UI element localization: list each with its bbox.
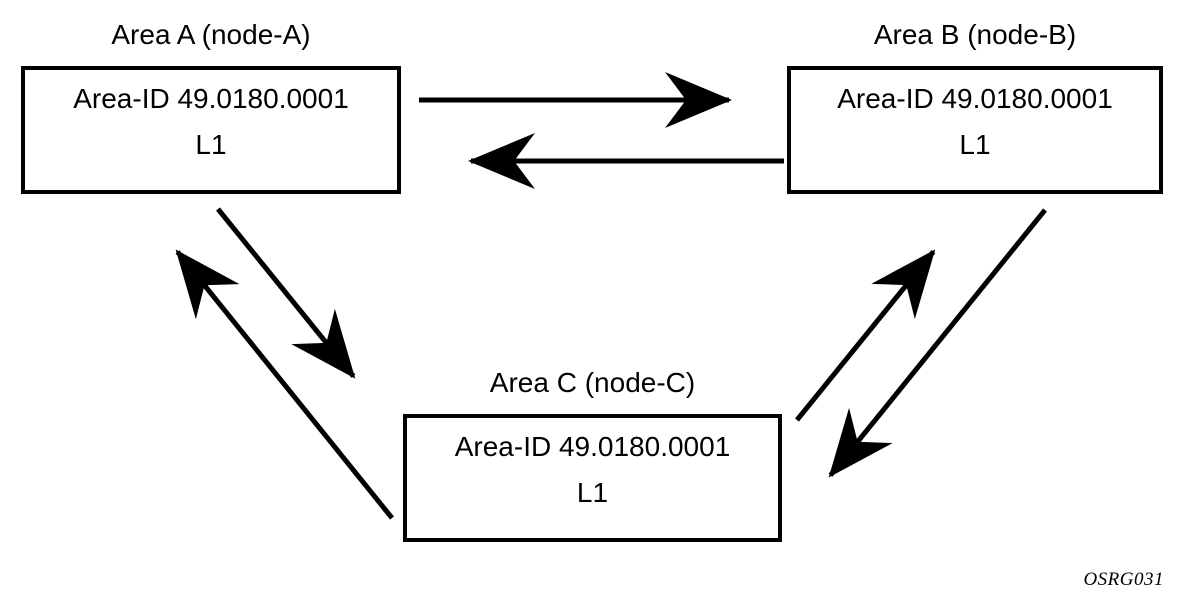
arrow-c-to-b <box>795 249 936 422</box>
node-b-area-id: Area-ID 49.0180.0001 <box>837 83 1113 114</box>
arrow-b-to-c <box>828 208 1047 478</box>
node-c-box[interactable]: Area-ID 49.0180.0001 L1 <box>403 414 782 542</box>
node-c-area-id: Area-ID 49.0180.0001 <box>454 431 731 462</box>
node-c-title: Area C (node-C) <box>489 367 696 398</box>
node-b-level: L1 <box>959 129 991 160</box>
node-a-level: L1 <box>195 129 227 160</box>
node-b-box[interactable]: Area-ID 49.0180.0001 L1 <box>787 66 1163 194</box>
figure-code-label: OSRG031 <box>1083 569 1164 590</box>
node-a-box[interactable]: Area-ID 49.0180.0001 L1 <box>21 66 401 194</box>
arrow-a-to-c <box>216 207 356 379</box>
arrow-c-to-a <box>175 249 394 520</box>
node-b-title: Area B (node-B) <box>873 19 1077 50</box>
node-a-title: Area A (node-A) <box>111 19 311 50</box>
node-a-area-id: Area-ID 49.0180.0001 <box>73 83 349 114</box>
node-c-level: L1 <box>576 477 609 508</box>
